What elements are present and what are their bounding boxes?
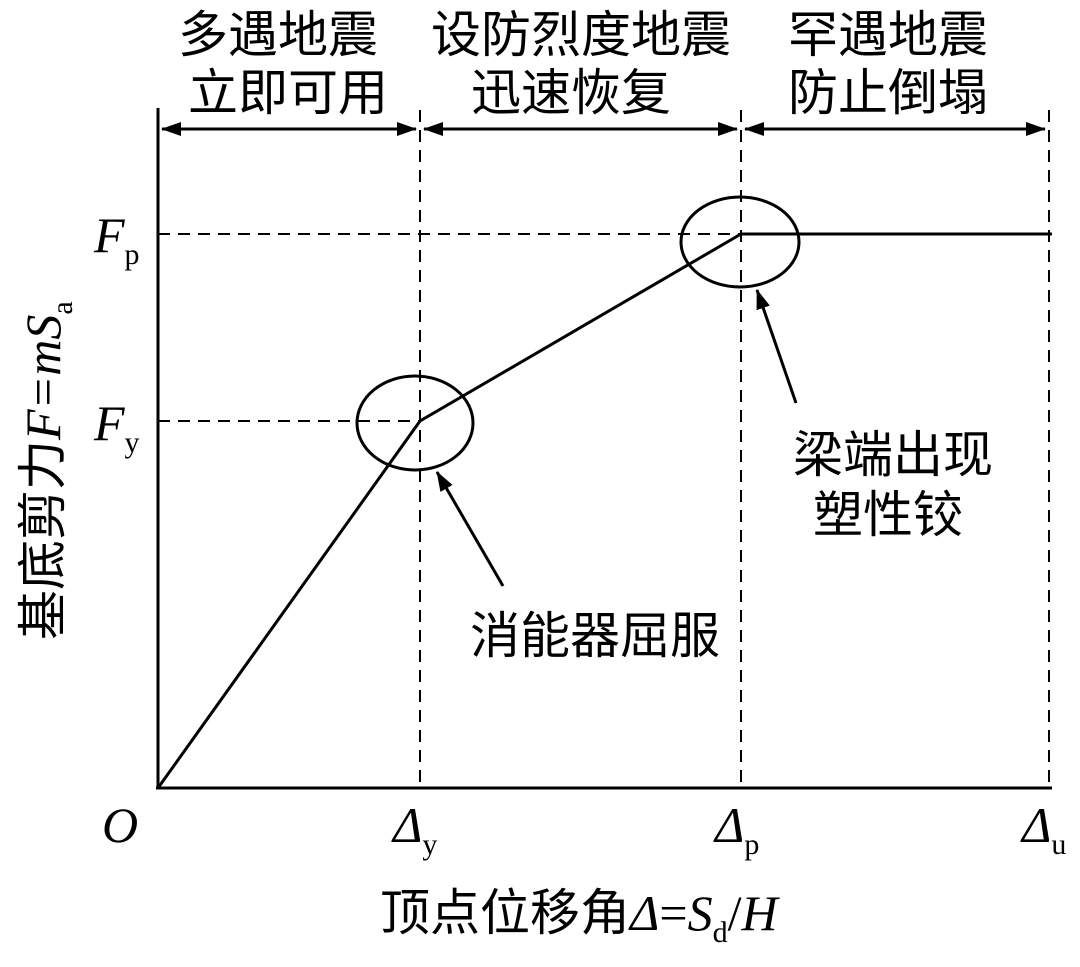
du-tick-main: Δ — [1020, 797, 1051, 853]
x-axis-label-cn: 顶点位移角 — [380, 884, 630, 942]
fp-tick-sub: p — [125, 238, 140, 271]
trilinear-curve — [156, 232, 1052, 789]
fy-tick-sub: y — [125, 426, 140, 459]
fp-tick-main: F — [93, 207, 125, 263]
zone3-line2: 防止倒塌 — [788, 64, 988, 122]
y-axis-label-s: S — [15, 315, 71, 340]
hinge-annotation-line2: 塑性铰 — [813, 486, 963, 544]
y-axis-label-sub: a — [46, 301, 79, 314]
x-axis-label-sub: d — [713, 916, 728, 949]
x-axis-label-eq: = — [659, 885, 687, 941]
zone2-line2: 迅速恢复 — [471, 64, 671, 122]
zone3-line1: 罕遇地震 — [788, 6, 988, 64]
y-axis-label-f: F — [15, 409, 71, 441]
y-axis-label-rhs: =m — [15, 340, 71, 410]
zone2-line1: 设防烈度地震 — [431, 6, 731, 64]
x-axis-label-s: S — [688, 885, 713, 941]
yield-annotation-label: 消能器屈服 — [470, 607, 720, 665]
x-axis-label-slash: / — [728, 885, 742, 941]
hinge-annotation-arrow — [755, 289, 798, 404]
fp-tick-label: Fp — [93, 207, 140, 271]
fy-tick-main: F — [93, 395, 125, 451]
du-tick-label: Δu — [1020, 797, 1066, 861]
dy-tick-main: Δ — [391, 797, 422, 853]
zone1-line2: 立即可用 — [188, 64, 388, 122]
zone1-line1: 多遇地震 — [178, 6, 378, 64]
yield-point-circle — [355, 374, 475, 472]
dp-tick-main: Δ — [713, 797, 744, 853]
x-axis-label: 顶点位移角Δ=Sd/H — [380, 884, 780, 949]
y-axis-label-cn: 基底剪力 — [14, 440, 72, 640]
fy-tick-label: Fy — [93, 395, 140, 459]
dp-tick-label: Δp — [713, 797, 759, 861]
hinge-annotation-line1: 梁端出现 — [793, 426, 993, 484]
origin-label: O — [102, 797, 138, 853]
dp-tick-sub: p — [744, 828, 759, 861]
yield-annotation-arrow — [435, 471, 505, 587]
dy-tick-sub: y — [422, 828, 437, 861]
x-axis-label-delta: Δ — [628, 885, 659, 941]
dy-tick-label: Δy — [391, 797, 437, 861]
plastic-hinge-circle — [679, 195, 801, 289]
x-axis-label-h: H — [740, 885, 780, 941]
du-tick-sub: u — [1051, 828, 1066, 861]
y-axis-label: 基底剪力F=mSa — [14, 301, 79, 640]
